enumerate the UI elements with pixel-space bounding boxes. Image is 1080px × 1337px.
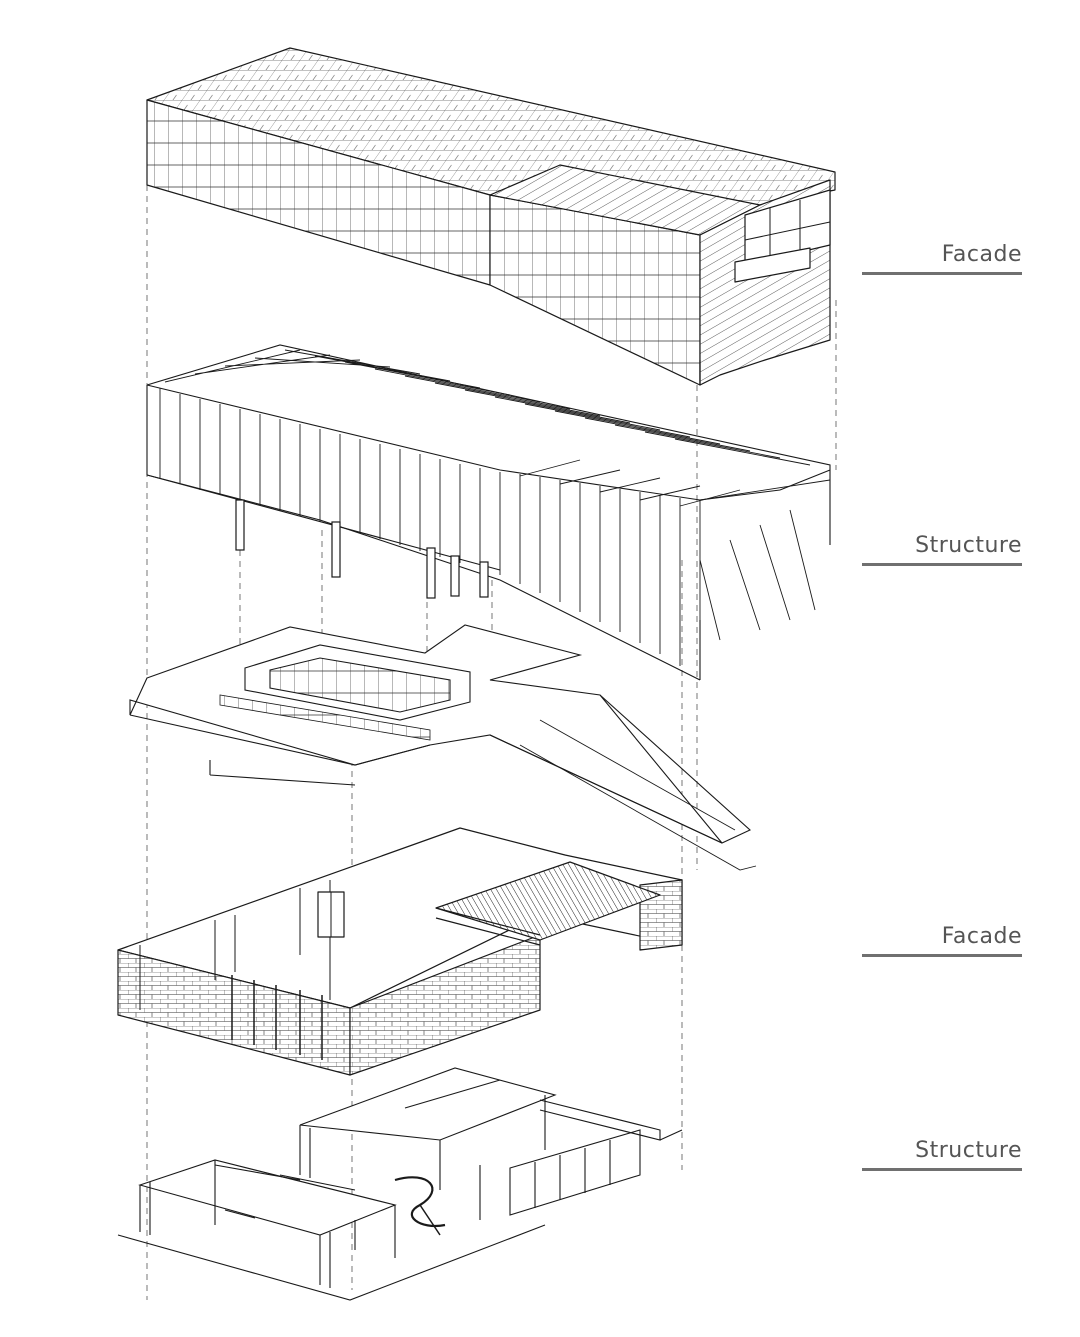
label-rules (862, 272, 1022, 1171)
floor-slab-layer (129, 624, 757, 871)
lower-facade-layer (117, 827, 683, 1076)
upper-structure-layer (146, 344, 831, 681)
label-structure-lower: Structure (915, 1138, 1022, 1163)
label-facade-lower: Facade (941, 924, 1022, 949)
label-facade-upper: Facade (941, 242, 1022, 267)
lower-structure-layer (117, 1067, 683, 1301)
label-structure-upper: Structure (915, 533, 1022, 558)
upper-facade-layer (146, 47, 836, 386)
